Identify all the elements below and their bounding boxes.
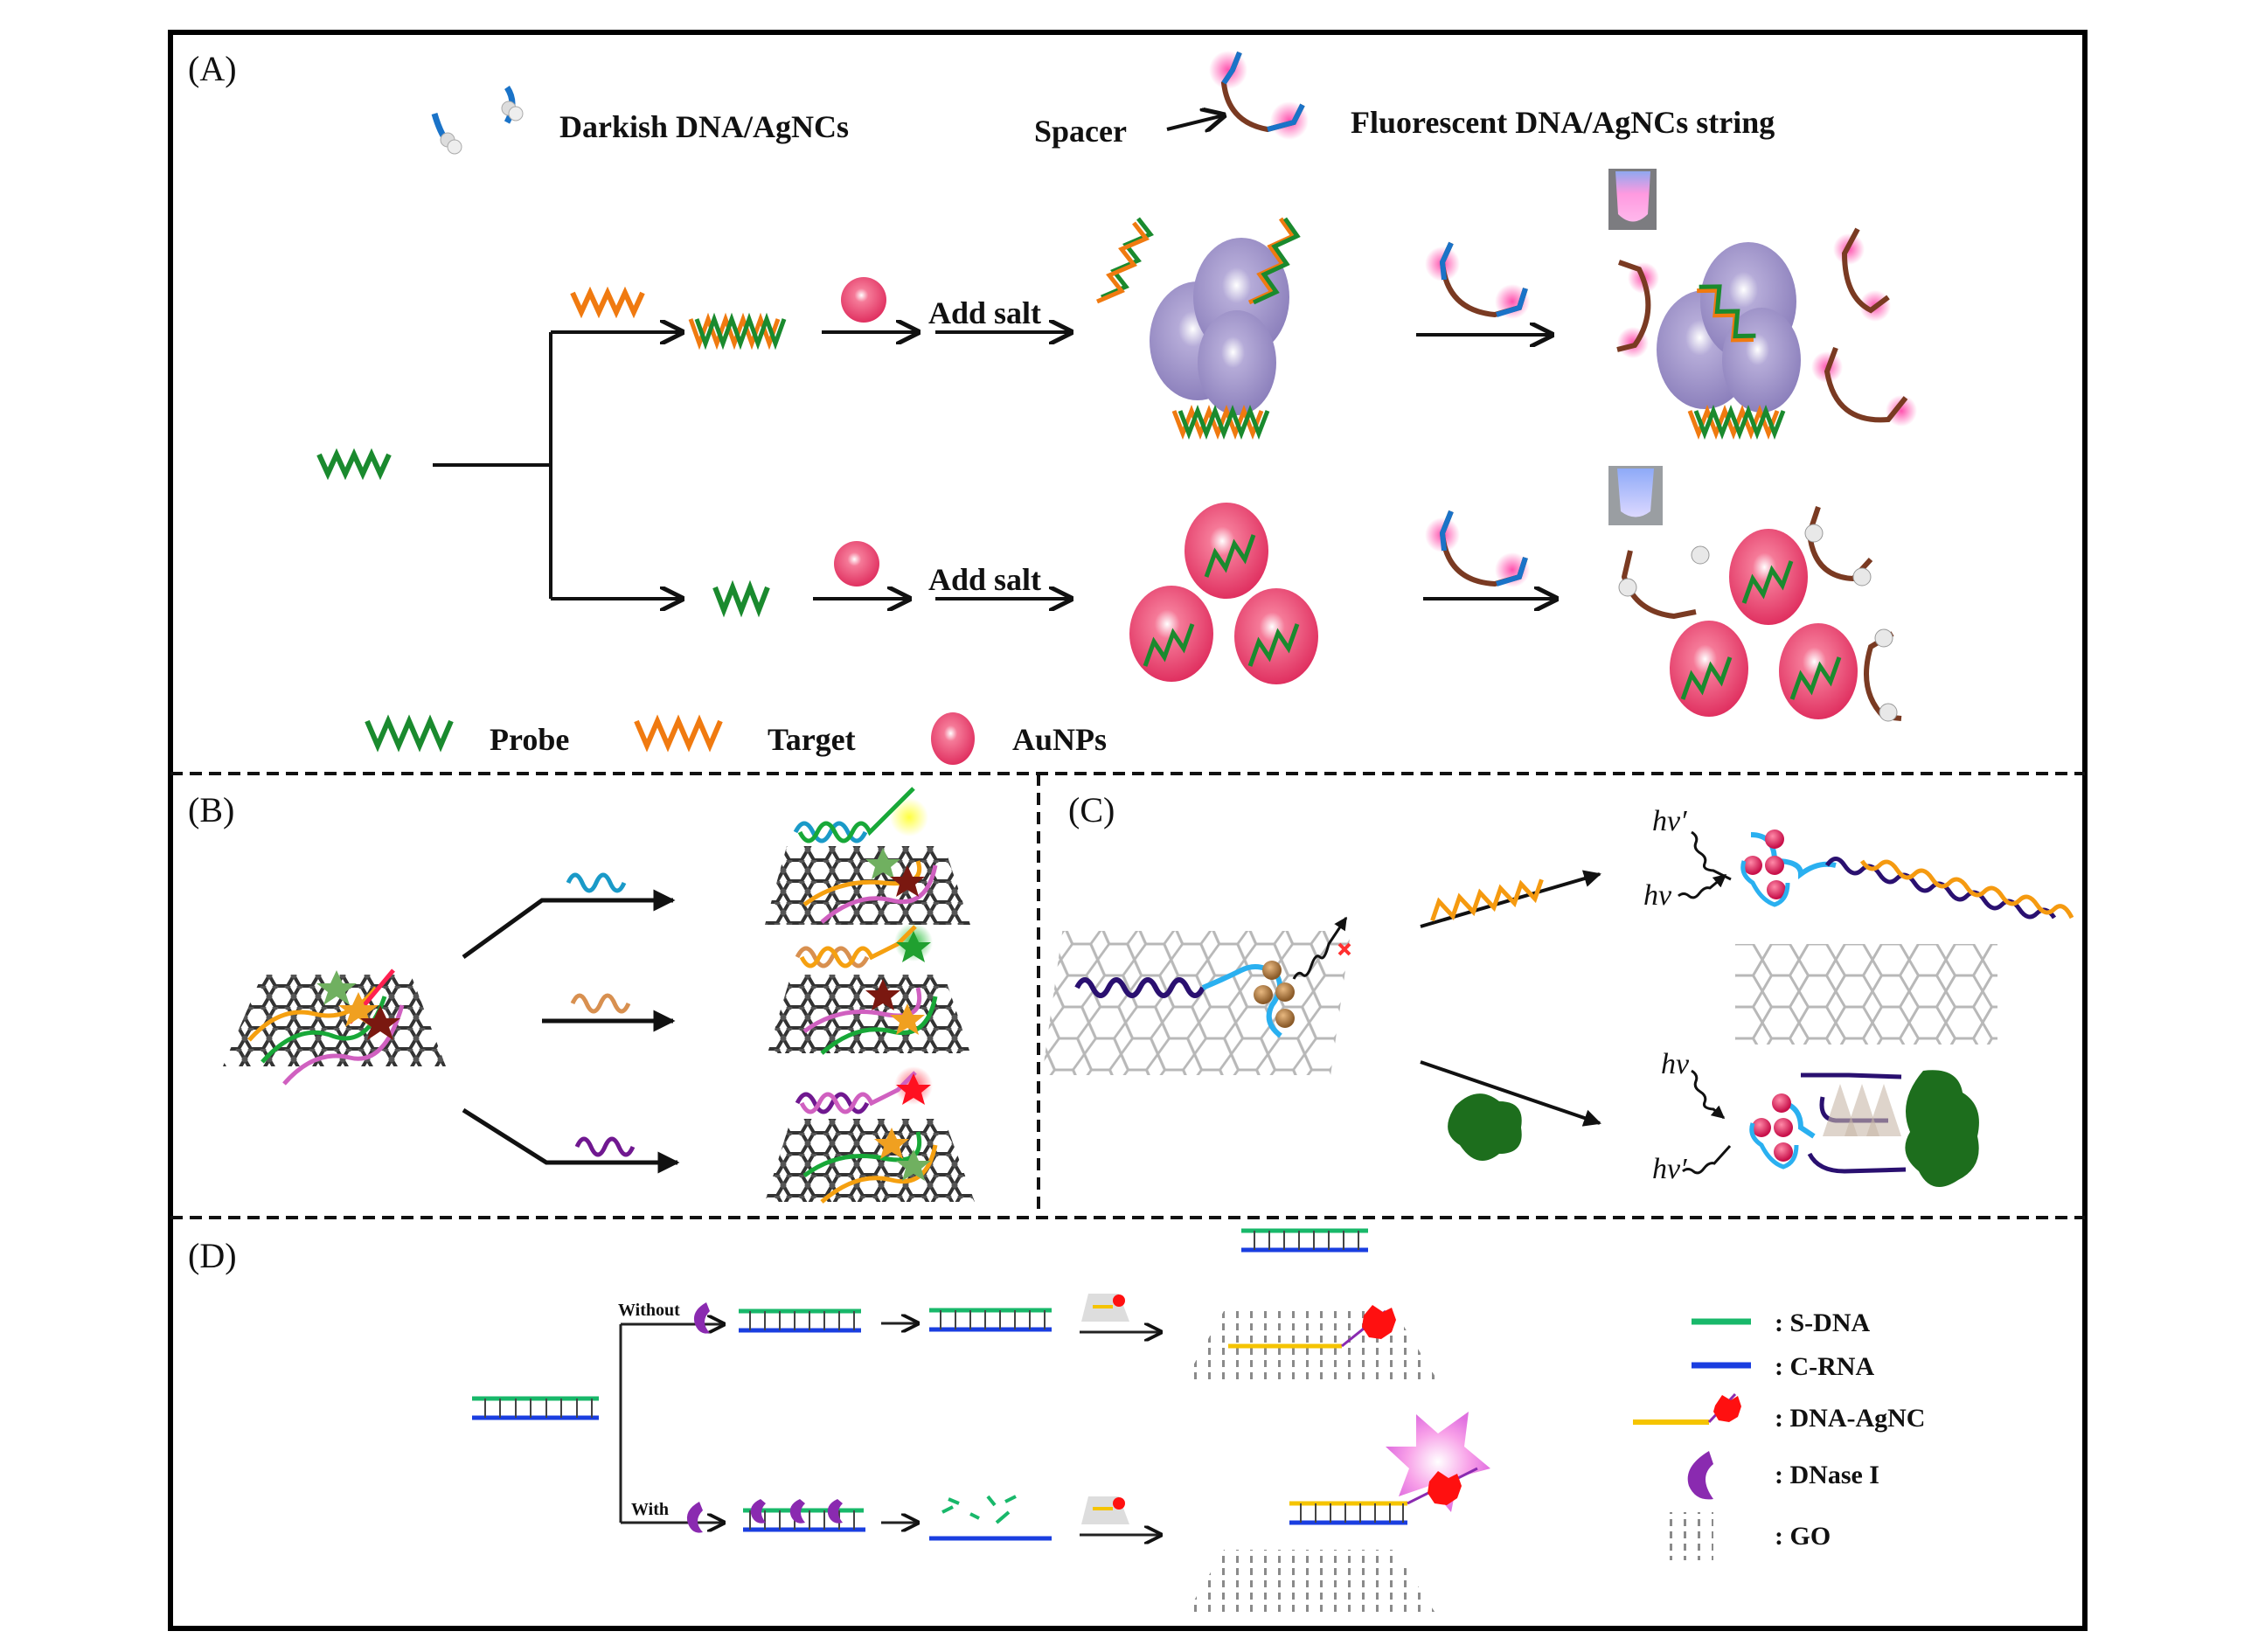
- legend-dnase-label: : DNase I: [1775, 1461, 1879, 1489]
- panel-d-label: (D): [188, 1236, 237, 1275]
- duplex-without-2: [929, 1308, 1052, 1332]
- legend-dna-agnc-label: : DNA-AgNC: [1775, 1404, 1925, 1433]
- dispersed-aunps: [1129, 503, 1318, 684]
- aunp-icon-bottom: [834, 541, 879, 587]
- target-strand-c: [1430, 878, 1544, 922]
- legend-dnase-icon: [1687, 1451, 1713, 1500]
- legend-s-dna-label: : S-DNA: [1775, 1308, 1870, 1337]
- fluorescent-agnc-upper: [1740, 829, 1837, 907]
- graphene-oxide-sheet-c: [1042, 931, 1351, 1075]
- go-sheet-empty: [1185, 1550, 1438, 1617]
- dnase-icon-with: [686, 1502, 703, 1533]
- spacer-label: Spacer: [1034, 114, 1127, 149]
- legend-c-rna-label: : C-RNA: [1775, 1352, 1874, 1381]
- fluorescent-string-icon: [1209, 51, 1309, 140]
- go-agnc-reagent-with: [1081, 1496, 1129, 1524]
- fluorescent-string-reagent-top: [1425, 241, 1530, 319]
- fluorescent-string-reagent-bottom: [1425, 510, 1530, 587]
- aunp-icon: [841, 277, 886, 323]
- quenched-emission: [1292, 916, 1348, 980]
- fluorescent-duplex-released: [1289, 1412, 1490, 1525]
- result-dispersed-with-darkish: [1618, 506, 1902, 722]
- legend-go-label: : GO: [1775, 1522, 1831, 1551]
- legend-dna-agnc-icon: [1633, 1392, 1741, 1425]
- duplex-without-1: [739, 1308, 861, 1333]
- go-sheet-quenched: [1185, 1305, 1438, 1381]
- hv-prime-label-bottom: hv′: [1652, 1153, 1687, 1185]
- released-duplex-top: [1241, 1228, 1368, 1253]
- figure-frame: [168, 30, 2088, 1631]
- with-label: With: [631, 1500, 669, 1519]
- probe-strand-c: [1074, 977, 1205, 998]
- aptamer-g-quadruplex: [1800, 1072, 1907, 1174]
- graphene-result-2: [768, 923, 970, 1055]
- initial-duplex: [472, 1396, 599, 1420]
- graphene-result-1: [765, 787, 970, 925]
- without-label: Without: [618, 1301, 680, 1320]
- hv-label-bottom: hv: [1661, 1048, 1690, 1080]
- quench-x-icon: [1337, 942, 1351, 956]
- panel-d: (D) Without With: [188, 1228, 1925, 1617]
- graphene-sheet-initial: [223, 968, 446, 1086]
- target-blue-strand: [566, 872, 627, 893]
- panel-a-label: (A): [188, 49, 237, 88]
- branch-line-down: [462, 1107, 680, 1174]
- target-strand: [570, 286, 645, 319]
- legend-target-label: Target: [768, 722, 856, 757]
- target-tan-strand: [570, 993, 631, 1014]
- legend-probe-label: Probe: [490, 722, 569, 757]
- target-purple-strand: [574, 1136, 636, 1157]
- protein-target-c: [1448, 1093, 1522, 1161]
- darkish-dna-agncs-icon: [431, 86, 524, 155]
- digested-fragments: [929, 1495, 1052, 1541]
- legend-target-icon: [634, 714, 723, 753]
- graphene-result-3: [765, 1066, 975, 1204]
- arrow-to-protein: [1420, 1060, 1601, 1127]
- spacer-arrow: [1166, 115, 1224, 129]
- fluorescent-label: Fluorescent DNA/AgNCs string: [1351, 105, 1775, 140]
- panel-c: (C) hv′ hv hv: [1042, 790, 2074, 1187]
- graphene-oxide-sheet-released: [1735, 944, 1997, 1045]
- protein-bound: [1905, 1070, 1979, 1187]
- dnase-icon-without: [693, 1302, 710, 1334]
- legend-probe-icon: [365, 714, 454, 753]
- panel-c-label: (C): [1068, 790, 1115, 829]
- hv-prime-label-top: hv′: [1652, 805, 1687, 837]
- add-salt-bottom: Add salt: [928, 562, 1041, 597]
- branch-line-up: [462, 889, 676, 960]
- legend-aunps-label: AuNPs: [1012, 722, 1107, 757]
- panel-a: (A) Darkish DNA/AgNCs Spacer Fluorescent…: [188, 49, 1917, 765]
- go-agnc-reagent-without: [1081, 1294, 1129, 1322]
- legend-aunp-icon: [931, 712, 975, 765]
- probe-strand-bottom: [712, 580, 770, 618]
- fluorescent-agnc-lower: [1749, 1093, 1816, 1170]
- branch-connector: [433, 332, 552, 599]
- duplex-upper-orange: [1859, 859, 2074, 920]
- panel-b: (B): [188, 787, 975, 1204]
- aggregated-aunps: [1096, 217, 1301, 440]
- probe-strand: [316, 448, 392, 481]
- result-aggregate-with-strings: [1616, 227, 1917, 440]
- darkish-label: Darkish DNA/AgNCs: [559, 109, 849, 144]
- add-salt-top: Add salt: [928, 295, 1041, 330]
- duplex-probe-target: [688, 312, 787, 351]
- panel-b-label: (B): [188, 790, 234, 829]
- bronze-agncs: [1254, 961, 1295, 1028]
- hv-label-top: hv: [1643, 879, 1672, 912]
- duplex-with-dnase: [743, 1499, 865, 1532]
- legend-go-icon: [1661, 1512, 1713, 1560]
